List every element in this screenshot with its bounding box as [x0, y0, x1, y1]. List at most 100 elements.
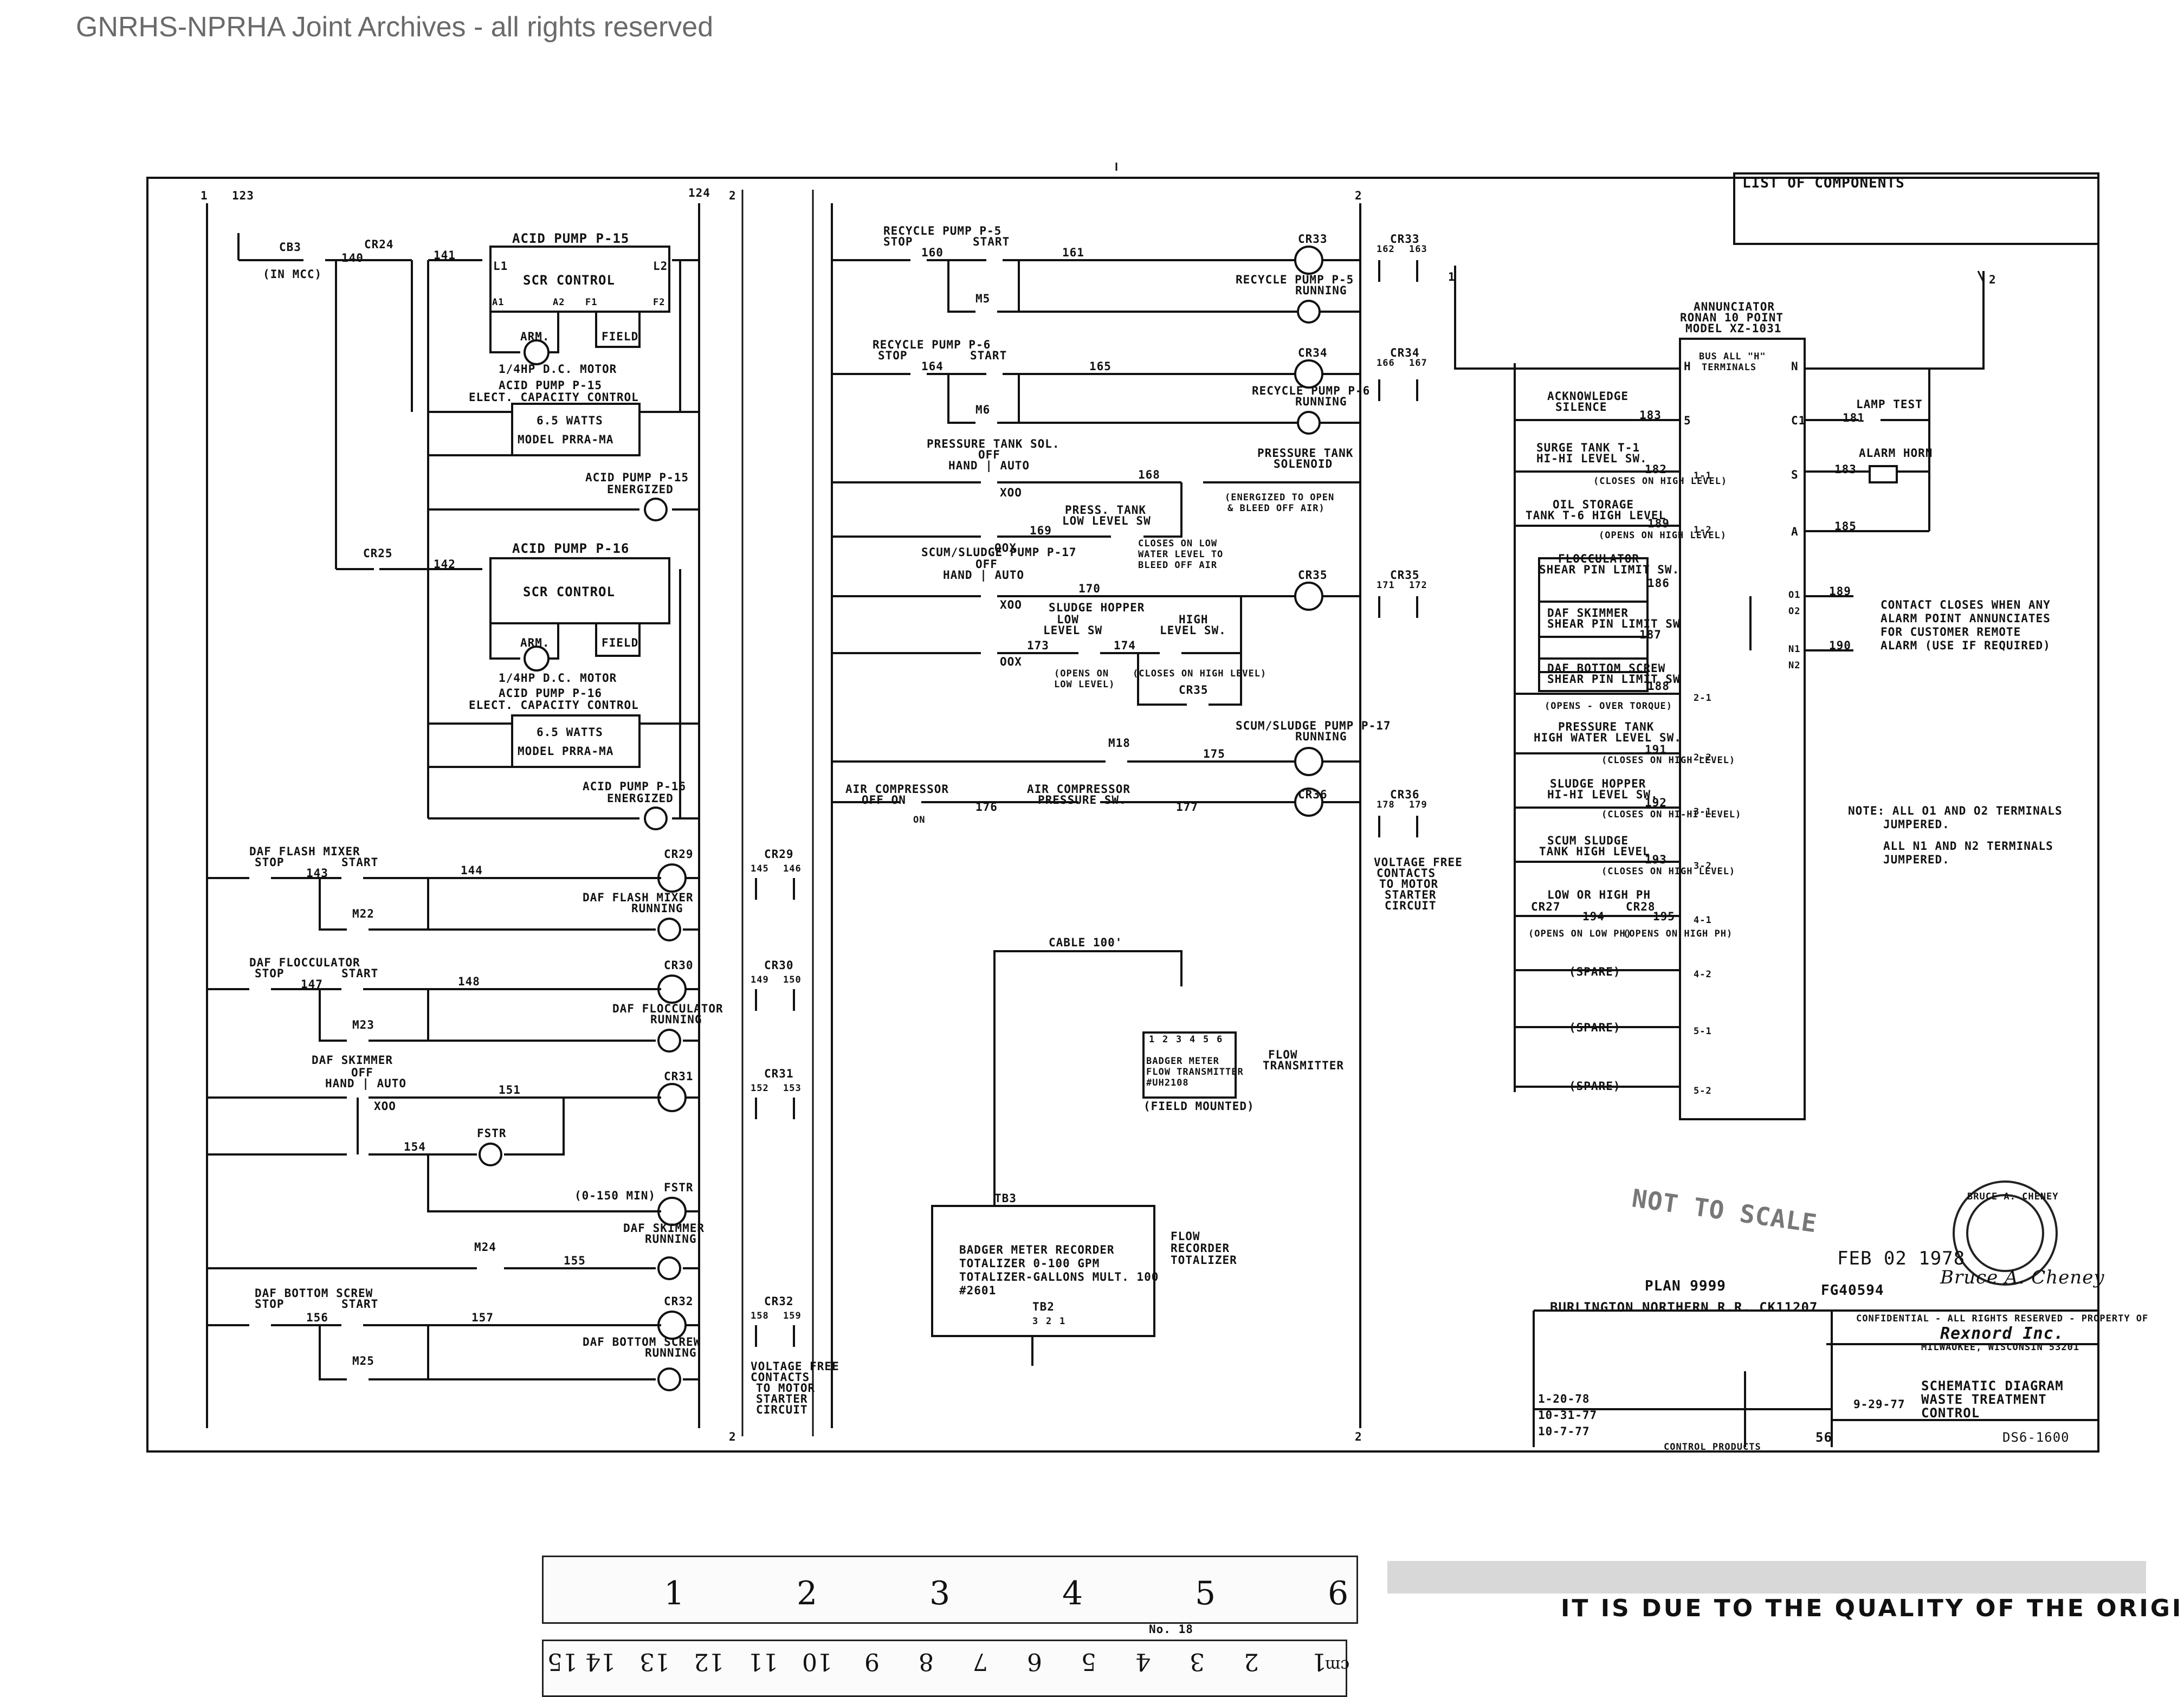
p15-a1: A1: [492, 297, 505, 308]
closes-high-label: (CLOSES ON HIGH LEVEL): [1133, 668, 1267, 679]
left-vf-4: STARTER: [756, 1392, 808, 1405]
company-name: Rexnord Inc.: [1940, 1324, 2064, 1343]
term-A: A: [1791, 525, 1799, 538]
p15-energized-2: ENERGIZED: [607, 483, 674, 496]
archive-watermark: GNRHS-NPRHA Joint Archives - all rights …: [76, 11, 714, 43]
recorder-1: BADGER METER RECORDER: [959, 1243, 1115, 1256]
wire-142: 142: [434, 558, 456, 571]
t150: 150: [783, 975, 802, 985]
cr36-coil: CR36: [1298, 788, 1328, 801]
p15-a2: A2: [553, 297, 565, 308]
p15-l1: L1: [493, 260, 508, 273]
seal-name: BRUCE A. CHENEY: [1967, 1191, 2059, 1202]
flow-trans-2: TRANSMITTER: [1263, 1059, 1345, 1072]
tb2-label: TB2: [1032, 1300, 1055, 1313]
p15-title: ACID PUMP P-15: [512, 231, 630, 246]
rail-2-label: 2: [729, 189, 736, 202]
annunciator-1: ANNUNCIATOR: [1694, 300, 1775, 313]
t152: 152: [751, 1083, 769, 1094]
wire-157: 157: [471, 1311, 494, 1324]
p16-title: ACID PUMP P-16: [512, 541, 630, 556]
scum-off: OFF: [975, 558, 998, 571]
confidential-line: CONFIDENTIAL - ALL RIGHTS RESERVED - PRO…: [1856, 1313, 2149, 1324]
energized-open-2: & BLEED OFF AIR): [1227, 503, 1325, 514]
scan-noise-strip: [1387, 1561, 2146, 1593]
ruler-cm-7: 7: [973, 1648, 988, 1675]
ruler-in-4: 4: [1062, 1575, 1083, 1612]
p16-motor: 1/4HP D.C. MOTOR: [499, 672, 617, 685]
cr31-coil: CR31: [664, 1070, 694, 1083]
t167: 167: [1409, 358, 1427, 369]
wire-175: 175: [1203, 747, 1225, 760]
flocc-1: FLOCCULATOR: [1558, 552, 1640, 565]
cr35-coil: CR35: [1298, 569, 1328, 582]
term-5: 5: [1684, 414, 1691, 427]
p16-model: MODEL PRRA-MA: [518, 745, 614, 758]
skim-running-2: RUNNING: [645, 1233, 697, 1246]
cr28-label: CR28: [1626, 900, 1656, 913]
ruler-cm-5: 5: [1081, 1648, 1096, 1675]
p16-elect: ACID PUMP P-16: [499, 687, 603, 700]
p15-elect: ACID PUMP P-15: [499, 379, 603, 392]
in-mcc-label: (IN MCC): [263, 268, 322, 281]
wire-141: 141: [434, 249, 456, 262]
wire-169: 169: [1030, 524, 1052, 537]
p16-elect2: ELECT. CAPACITY CONTROL: [469, 699, 639, 712]
mid-vf-3: TO MOTOR: [1379, 877, 1439, 891]
scum-running-1: SCUM/SLUDGE PUMP P-17: [1236, 719, 1391, 732]
tl-1-2: 1-2: [1694, 525, 1712, 535]
wire-192: 192: [1645, 796, 1667, 809]
term-C1: C1: [1791, 414, 1806, 427]
t149: 149: [751, 975, 769, 985]
flow-rec-1: FLOW: [1171, 1230, 1200, 1243]
flocc-2: SHEAR PIN LIMIT SW.: [1539, 563, 1680, 576]
closes-low-2: WATER LEVEL TO: [1138, 549, 1224, 560]
opens-low-1: (OPENS ON: [1054, 668, 1109, 679]
wire-177: 177: [1176, 801, 1198, 814]
sh-low: LOW: [1057, 613, 1079, 626]
term-S: S: [1791, 468, 1799, 481]
recorder-4: #2601: [959, 1284, 997, 1297]
ruler-in-5: 5: [1195, 1575, 1216, 1612]
t158: 158: [751, 1311, 769, 1321]
term-N: N: [1791, 360, 1799, 373]
jumper-note-4: JUMPERED.: [1883, 853, 1950, 866]
wire-148: 148: [458, 975, 480, 988]
tb2-t1: 1: [1059, 1316, 1066, 1327]
tb3-label: TB3: [994, 1192, 1017, 1205]
ft-t5: 5: [1203, 1034, 1210, 1045]
t153: 153: [783, 1083, 802, 1094]
oil-1: OIL STORAGE: [1553, 498, 1634, 511]
opens-low-2: LOW LEVEL): [1054, 679, 1115, 690]
wire-124: 124: [688, 186, 710, 199]
recycle-p5-label: RECYCLE PUMP P-5: [883, 224, 1002, 237]
wire-160: 160: [921, 246, 944, 259]
fstr-coil: FSTR: [664, 1181, 694, 1194]
wire-144: 144: [461, 864, 483, 877]
ruler-cm-1: 1: [1311, 1648, 1327, 1675]
left-vf-1: VOLTAGE FREE: [751, 1360, 839, 1373]
contact-note-4: ALARM (USE IF REQUIRED): [1881, 639, 2051, 652]
mid-rail-2-bottom: 2: [1355, 1430, 1362, 1443]
wire-173: 173: [1027, 639, 1049, 652]
m23-label: M23: [352, 1018, 374, 1031]
floc-running-1: DAF FLOCCULATOR: [612, 1002, 723, 1015]
p5-running-1: RECYCLE PUMP P-5: [1236, 273, 1354, 286]
m5-label: M5: [975, 292, 991, 305]
wire-165: 165: [1089, 360, 1112, 373]
ft-t1: 1: [1149, 1034, 1155, 1045]
ft-mounted: (FIELD MOUNTED): [1143, 1100, 1255, 1113]
flow-rec-2: RECORDER: [1171, 1242, 1230, 1255]
contact-note-1: CONTACT CLOSES WHEN ANY: [1881, 598, 2051, 611]
recycle-p6-label: RECYCLE PUMP P-6: [873, 338, 991, 351]
shop-1: SLUDGE HOPPER: [1550, 777, 1646, 790]
skim-2: SHEAR PIN LIMIT SW: [1547, 617, 1681, 630]
cr34-coil: CR34: [1298, 346, 1328, 359]
air-off-on: OFF ON: [862, 793, 906, 806]
wire-189b: 189: [1829, 585, 1851, 598]
tl-3-2: 3-2: [1694, 861, 1712, 872]
wire-170: 170: [1078, 582, 1101, 595]
bscrew-2: SHEAR PIN LIMIT SW: [1547, 673, 1681, 686]
m25-label: M25: [352, 1354, 374, 1367]
